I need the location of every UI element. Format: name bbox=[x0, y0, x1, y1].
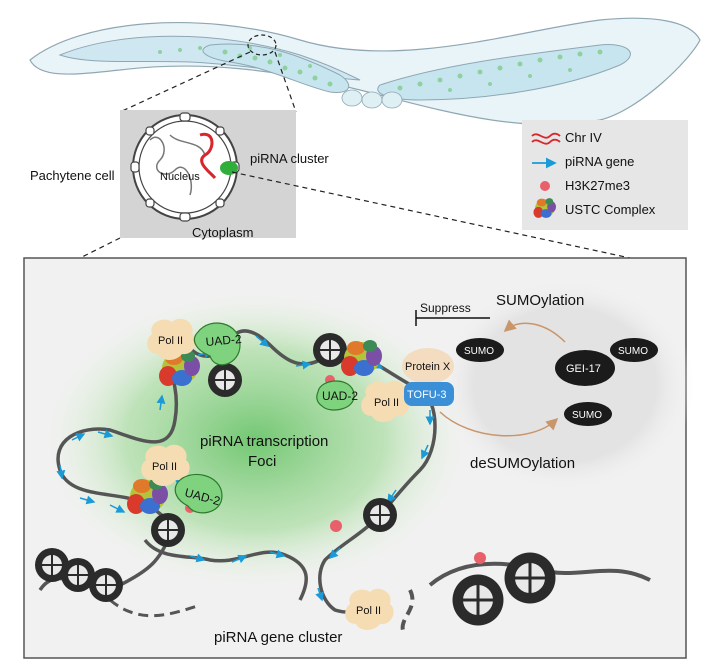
pol2-label-4: Pol II bbox=[356, 605, 381, 617]
sumo-label-2: SUMO bbox=[618, 346, 648, 357]
worm-illustration bbox=[29, 17, 701, 126]
dot-icon bbox=[540, 181, 550, 191]
sumo-label-1: SUMO bbox=[464, 346, 494, 357]
zoom-circle bbox=[247, 34, 277, 56]
main-panel bbox=[23, 257, 695, 659]
suppress-label: Suppress bbox=[420, 301, 471, 315]
chromosome-icon bbox=[531, 132, 561, 145]
legend: Chr IV piRNA gene H3K27me3 USTC Complex bbox=[522, 120, 688, 230]
legend-chr-iv: Chr IV bbox=[565, 130, 602, 145]
gei17-label: GEI-17 bbox=[566, 363, 601, 375]
embryos bbox=[341, 89, 403, 109]
legend-h3k27me3: H3K27me3 bbox=[565, 178, 630, 193]
tofu3-label: TOFU-3 bbox=[407, 389, 447, 401]
uad2-label-1: UAD-2 bbox=[205, 332, 242, 349]
pol2-label-1: Pol II bbox=[158, 335, 183, 347]
protein-x-label: Protein X bbox=[405, 361, 451, 373]
nucleus-label: Nucleus bbox=[160, 171, 200, 183]
pachytene-cell-panel bbox=[120, 110, 296, 238]
germ-cells bbox=[158, 46, 603, 92]
pachytene-label: Pachytene cell bbox=[30, 168, 115, 183]
sumoylation-label: SUMOylation bbox=[496, 292, 584, 309]
foci-label-line1: piRNA transcription bbox=[200, 433, 328, 450]
legend-ustc: USTC Complex bbox=[565, 202, 656, 217]
sumo-zone bbox=[435, 275, 695, 495]
pirna-cluster-label: piRNA cluster bbox=[250, 151, 329, 166]
gene-cluster-label: piRNA gene cluster bbox=[214, 629, 342, 646]
desumoylation-label: deSUMOylation bbox=[470, 455, 575, 472]
sumo-label-3: SUMO bbox=[572, 410, 602, 421]
foci-label-line2: Foci bbox=[248, 453, 276, 470]
pol2-label-2: Pol II bbox=[374, 397, 399, 409]
legend-pirna-gene: piRNA gene bbox=[565, 154, 634, 169]
cytoplasm-label: Cytoplasm bbox=[192, 225, 253, 240]
pol2-label-3: Pol II bbox=[152, 461, 177, 473]
uad2-label-2: UAD-2 bbox=[322, 389, 358, 403]
